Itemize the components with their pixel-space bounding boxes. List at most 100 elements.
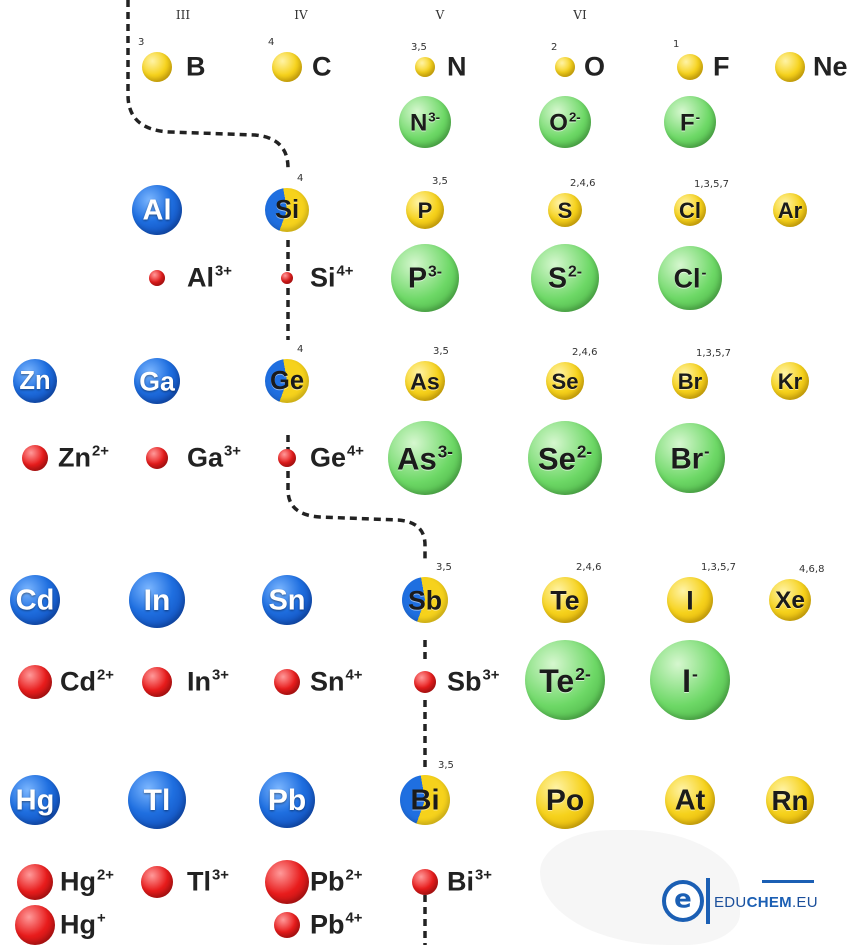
anion-sphere-as bbox=[388, 421, 462, 495]
atom-ball-cd bbox=[10, 575, 60, 625]
atom-ball-ge bbox=[265, 359, 309, 403]
atom-symbol-ga: Ga bbox=[139, 366, 175, 397]
atom-symbol-al: Al bbox=[142, 194, 172, 227]
atom-symbol-s: S bbox=[557, 198, 573, 223]
cation-sphere-al-0 bbox=[149, 270, 165, 286]
oxidation-states-xe: 4,6,8 bbox=[799, 564, 825, 575]
anion-sphere-cl bbox=[658, 246, 722, 310]
oxidation-states-se: 2,4,6 bbox=[572, 347, 598, 358]
atom-ball-as bbox=[405, 361, 445, 401]
atom-label-o: O bbox=[584, 51, 606, 82]
cation-label-pb: Pb4+ bbox=[310, 909, 363, 940]
atom-symbol-hg: Hg bbox=[15, 784, 55, 817]
atom-ball-b bbox=[142, 52, 172, 82]
educhem-logo[interactable]: e EDUCHEM.EU bbox=[662, 878, 822, 926]
atom-symbol-i: I bbox=[686, 585, 694, 616]
cation-sphere-sn-7 bbox=[274, 669, 300, 695]
oxidation-states-o: 2 bbox=[551, 42, 558, 53]
cation-sphere-sb-8 bbox=[414, 671, 436, 693]
oxidation-states-f: 1 bbox=[673, 39, 680, 50]
oxidation-states-br: 1,3,5,7 bbox=[696, 348, 731, 359]
oxidation-states-s: 2,4,6 bbox=[570, 178, 596, 189]
cation-label-bi: Bi3+ bbox=[447, 866, 492, 897]
atom-ball-sn bbox=[262, 575, 312, 625]
oxidation-states-bi: 3,5 bbox=[438, 760, 454, 771]
atom-ball-in bbox=[129, 572, 185, 628]
atom-ball-pb bbox=[259, 772, 315, 828]
group-header-v: V bbox=[435, 8, 445, 22]
atom-symbol-pb: Pb bbox=[267, 784, 307, 817]
atom-symbol-as: As bbox=[410, 368, 440, 395]
atom-ball-kr bbox=[771, 362, 809, 400]
atom-ball-o bbox=[555, 57, 575, 77]
atom-ball-sb bbox=[402, 577, 448, 623]
atom-symbol-se: Se bbox=[551, 368, 579, 394]
atom-symbol-kr: Kr bbox=[777, 368, 803, 394]
cation-sphere-in-6 bbox=[142, 667, 172, 697]
oxidation-states-as: 3,5 bbox=[433, 346, 449, 357]
anion-sphere-n bbox=[399, 96, 451, 148]
atom-symbol-zn: Zn bbox=[19, 367, 51, 396]
anion-label-p: P3- bbox=[408, 262, 442, 295]
cation-sphere-hg-13 bbox=[15, 905, 55, 945]
atom-symbol-in: In bbox=[143, 584, 171, 617]
atom-ball-c bbox=[272, 52, 302, 82]
atom-label-n: N bbox=[447, 51, 467, 82]
atom-symbol-tl: Tl bbox=[143, 784, 171, 817]
atom-symbol-sn: Sn bbox=[268, 584, 306, 617]
atom-ball-f bbox=[677, 54, 703, 80]
oxidation-states-te: 2,4,6 bbox=[576, 562, 602, 573]
atom-symbol-cl: Cl bbox=[679, 198, 701, 223]
cation-sphere-ga-3 bbox=[146, 447, 168, 469]
anion-sphere-s bbox=[531, 244, 599, 312]
anion-label-br: Br- bbox=[670, 442, 710, 476]
atom-ball-se bbox=[546, 362, 584, 400]
atom-ball-si bbox=[265, 188, 309, 232]
cation-label-al: Al3+ bbox=[187, 262, 232, 293]
atom-ball-bi bbox=[400, 775, 450, 825]
anion-label-o: O2- bbox=[549, 109, 581, 137]
atom-symbol-ar: Ar bbox=[777, 198, 803, 223]
atom-ball-hg bbox=[10, 775, 60, 825]
cation-label-cd: Cd2+ bbox=[60, 666, 114, 697]
atom-ball-s bbox=[548, 193, 582, 227]
atom-label-b: B bbox=[186, 51, 206, 82]
oxidation-states-ge: 4 bbox=[297, 344, 304, 355]
cation-label-ge: Ge4+ bbox=[310, 442, 364, 473]
oxidation-states-i: 1,3,5,7 bbox=[701, 562, 736, 573]
atom-ball-al bbox=[132, 185, 182, 235]
oxidation-states-p: 3,5 bbox=[432, 176, 448, 187]
atom-symbol-xe: Xe bbox=[775, 586, 805, 614]
anion-sphere-br bbox=[655, 423, 725, 493]
atom-ball-xe bbox=[769, 579, 811, 621]
group-header-iii: III bbox=[175, 8, 191, 22]
atom-ball-tl bbox=[128, 771, 186, 829]
atom-symbol-rn: Rn bbox=[771, 785, 809, 817]
atom-ball-zn bbox=[13, 359, 57, 403]
cation-sphere-ge-4 bbox=[278, 449, 296, 467]
atom-symbol-br: Br bbox=[677, 369, 703, 394]
atom-symbol-te: Te bbox=[550, 585, 580, 616]
cation-label-pb: Pb2+ bbox=[310, 866, 363, 897]
atom-ball-rn bbox=[766, 776, 814, 824]
cation-label-hg: Hg2+ bbox=[60, 866, 114, 897]
cation-sphere-cd-5 bbox=[18, 665, 52, 699]
cation-label-sb: Sb3+ bbox=[447, 666, 500, 697]
atom-symbol-at: At bbox=[674, 784, 706, 817]
anion-label-n: N3- bbox=[409, 109, 441, 137]
cation-label-ga: Ga3+ bbox=[187, 442, 241, 473]
atom-ball-cl bbox=[674, 194, 706, 226]
atom-symbol-p: P bbox=[417, 197, 433, 223]
oxidation-states-c: 4 bbox=[268, 37, 275, 48]
atom-label-c: C bbox=[312, 51, 332, 82]
anion-label-s: S2- bbox=[548, 262, 582, 295]
cation-label-in: In3+ bbox=[187, 666, 229, 697]
cation-label-zn: Zn2+ bbox=[58, 442, 109, 473]
anion-sphere-p bbox=[391, 244, 459, 312]
anion-label-cl: Cl- bbox=[673, 263, 707, 294]
anion-label-f: F- bbox=[679, 109, 701, 137]
anion-sphere-o bbox=[539, 96, 591, 148]
atom-ball-p bbox=[406, 191, 444, 229]
